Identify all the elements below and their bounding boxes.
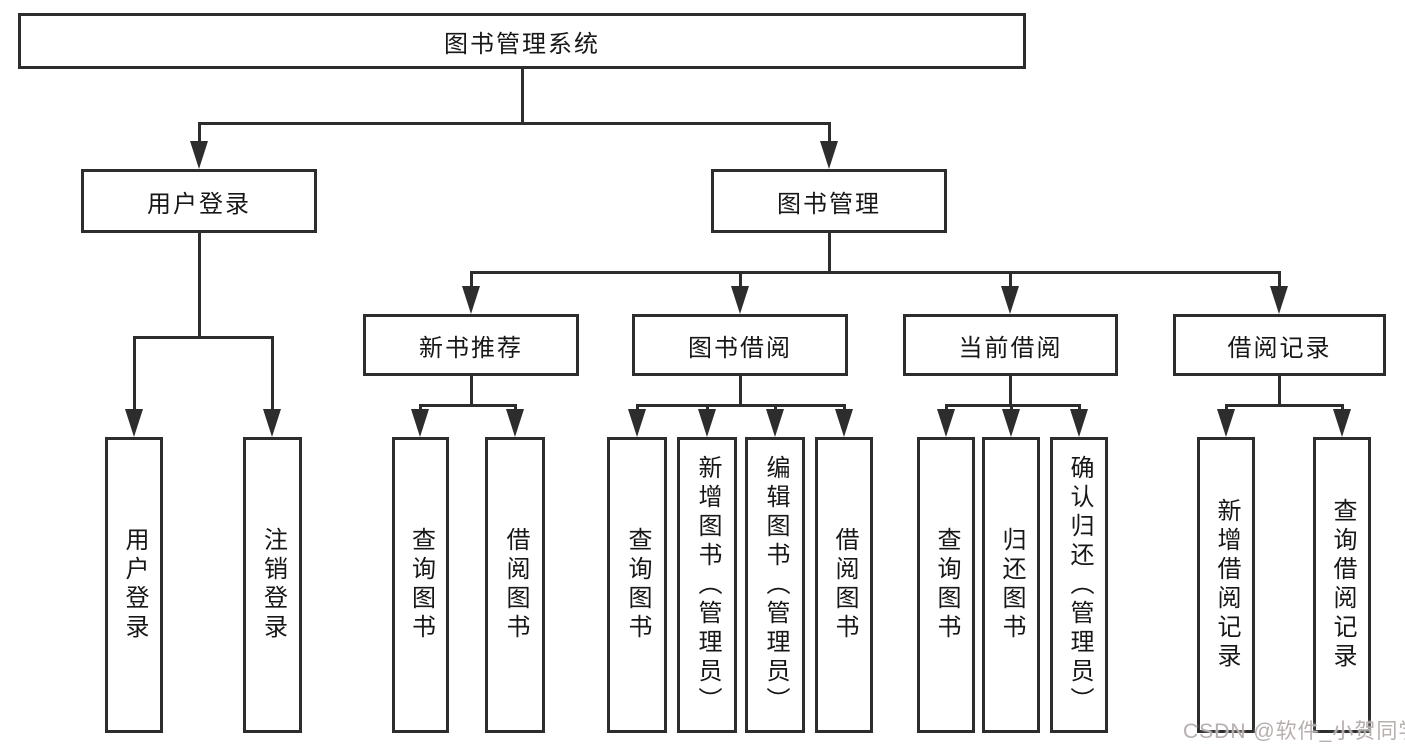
csdn-watermark: CSDN @软件_小贺同学: [1183, 720, 1405, 743]
connector-line: [132, 337, 136, 413]
connector-line: [738, 376, 742, 405]
leaf-confirm-return-admin: 确认归还（管理员）: [1050, 437, 1108, 733]
leaf-label: 用户登录: [121, 527, 148, 643]
leaf-label: 注销登录: [259, 527, 287, 643]
connector-line: [1224, 403, 1344, 407]
arrow-down-icon: [125, 409, 143, 437]
connector-line: [635, 403, 846, 407]
connector-line: [469, 272, 473, 290]
connector-line: [738, 272, 742, 290]
leaf-label: 查询借阅记录: [1329, 498, 1356, 672]
connector-line: [197, 233, 201, 337]
node-label: 图书管理系统: [444, 30, 600, 58]
leaf-label: 编辑图书（管理员）: [762, 454, 789, 716]
arrow-down-icon: [820, 141, 838, 169]
arrow-down-icon: [1001, 286, 1019, 314]
arrow-down-icon: [1270, 286, 1288, 314]
connector-line: [418, 403, 517, 407]
arrow-down-icon: [835, 409, 853, 437]
connector-line: [944, 403, 1081, 407]
node-user-login: 用户登录: [81, 169, 317, 233]
leaf-add-books-admin: 新增图书（管理员）: [677, 437, 737, 733]
connector-line: [1008, 376, 1012, 405]
connector-line: [1277, 272, 1281, 290]
leaf-label: 归还图书: [998, 527, 1025, 643]
leaf-label: 新增借阅记录: [1213, 498, 1240, 672]
leaf-logout: 注销登录: [243, 437, 302, 733]
arrow-down-icon: [1333, 409, 1351, 437]
connector-line: [270, 337, 274, 413]
leaf-label: 查询图书: [407, 527, 435, 643]
leaf-borrow-books: 借阅图书: [815, 437, 873, 733]
connector-line: [827, 233, 831, 272]
arrow-down-icon: [766, 409, 784, 437]
leaf-label: 借阅图书: [502, 527, 529, 643]
arrow-down-icon: [1217, 409, 1235, 437]
connector-line: [197, 121, 831, 125]
node-current-borrow: 当前借阅: [903, 314, 1118, 376]
leaf-label: 借阅图书: [831, 527, 858, 643]
arrow-down-icon: [462, 286, 480, 314]
node-label: 用户登录: [147, 190, 251, 218]
leaf-query-books-current: 查询图书: [917, 437, 975, 733]
node-label: 新书推荐: [419, 334, 523, 362]
connector-line: [1277, 376, 1281, 405]
leaf-return-books: 归还图书: [982, 437, 1040, 733]
leaf-label: 查询图书: [624, 527, 651, 643]
arrow-down-icon: [190, 141, 208, 169]
arrow-down-icon: [731, 286, 749, 314]
connector-line: [469, 270, 1281, 274]
leaf-query-books-newbook: 查询图书: [392, 437, 449, 733]
node-label: 当前借阅: [958, 334, 1063, 362]
node-book-borrow: 图书借阅: [632, 314, 848, 376]
leaf-edit-books-admin: 编辑图书（管理员）: [745, 437, 805, 733]
connector-line: [469, 376, 473, 405]
connector-line: [827, 123, 831, 145]
node-label: 借阅记录: [1227, 334, 1332, 362]
leaf-user-login: 用户登录: [105, 437, 163, 733]
node-borrow-records: 借阅记录: [1173, 314, 1386, 376]
connector-line: [520, 69, 524, 123]
leaf-query-borrow-record: 查询借阅记录: [1313, 437, 1371, 733]
node-new-book-recommend: 新书推荐: [363, 314, 579, 376]
leaf-label: 新增图书（管理员）: [694, 454, 721, 716]
leaf-label: 确认归还（管理员）: [1066, 454, 1093, 716]
leaf-add-borrow-record: 新增借阅记录: [1197, 437, 1255, 733]
node-library-management-system: 图书管理系统: [18, 13, 1026, 69]
node-book-management: 图书管理: [711, 169, 947, 233]
leaf-label: 查询图书: [933, 527, 960, 643]
arrow-down-icon: [411, 409, 429, 437]
arrow-down-icon: [263, 409, 281, 437]
leaf-query-books-borrow: 查询图书: [607, 437, 667, 733]
leaf-borrow-books-newbook: 借阅图书: [485, 437, 545, 733]
arrow-down-icon: [1070, 409, 1088, 437]
node-label: 图书管理: [777, 190, 881, 218]
node-label: 图书借阅: [688, 334, 792, 362]
connector-line: [197, 123, 201, 145]
arrow-down-icon: [628, 409, 646, 437]
arrow-down-icon: [506, 409, 524, 437]
connector-line: [132, 335, 274, 339]
arrow-down-icon: [698, 409, 716, 437]
arrow-down-icon: [937, 409, 955, 437]
connector-line: [1008, 272, 1012, 290]
arrow-down-icon: [1002, 409, 1020, 437]
